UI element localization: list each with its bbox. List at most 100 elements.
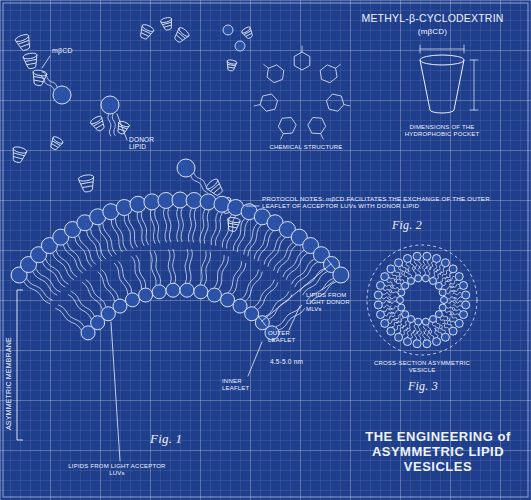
lipid-tail bbox=[432, 323, 437, 331]
lipid-tail bbox=[67, 243, 86, 271]
lipid-tail bbox=[185, 249, 188, 283]
lipid-tail bbox=[427, 261, 430, 270]
hydroxyl-bond bbox=[281, 134, 284, 139]
lipid-head bbox=[422, 275, 429, 282]
lipid-head bbox=[402, 311, 409, 318]
dimension-tick bbox=[258, 316, 266, 326]
lipid-tail bbox=[200, 251, 206, 284]
lipid-tail bbox=[434, 329, 438, 338]
lipid-tail bbox=[449, 314, 457, 319]
hydrophobic-pocket bbox=[420, 60, 464, 113]
lipid-tail bbox=[163, 209, 166, 243]
lipid-tail bbox=[402, 265, 407, 273]
dimension-line bbox=[474, 60, 475, 110]
lipid-tail bbox=[154, 251, 160, 284]
lipid-head bbox=[422, 318, 429, 325]
lipid-head bbox=[435, 311, 442, 318]
lipid-tail bbox=[42, 262, 65, 287]
lipid-head bbox=[395, 259, 403, 267]
lipid-tail bbox=[118, 261, 131, 292]
lipid-head bbox=[158, 192, 174, 208]
lipid-tail bbox=[303, 272, 328, 296]
part-label: DONOR LIPID bbox=[129, 136, 163, 151]
glucose-ring bbox=[267, 65, 284, 83]
lipid-tail bbox=[82, 282, 102, 309]
lipid-head bbox=[221, 293, 235, 307]
cone-outline bbox=[15, 33, 33, 52]
lipid-tail bbox=[453, 297, 462, 300]
lipid-tail bbox=[46, 259, 69, 284]
lipid-tail bbox=[137, 213, 144, 246]
lipid-head bbox=[435, 282, 442, 289]
dimension-tick bbox=[470, 60, 478, 61]
lipid-tail bbox=[36, 269, 61, 293]
lipid-head bbox=[460, 281, 468, 289]
callout-label: OUTER LEAFLET bbox=[268, 330, 308, 344]
sheet-frame bbox=[3, 3, 528, 497]
lipid-tail bbox=[447, 318, 455, 323]
cone-outline bbox=[78, 174, 96, 193]
callout-label: LIPIDS FROM LIGHT ACCEPTOR LUVs bbox=[62, 463, 172, 477]
lipid-head bbox=[113, 299, 127, 313]
lipid-head bbox=[235, 41, 245, 51]
lipid-head bbox=[415, 275, 422, 282]
lipid-tail bbox=[419, 260, 422, 269]
lipid-head bbox=[374, 291, 382, 299]
lipid-tail bbox=[63, 245, 82, 273]
lipid-head bbox=[387, 265, 395, 273]
leader-line bbox=[117, 114, 127, 140]
cyclodextrin-cone bbox=[160, 17, 174, 32]
cone-outline bbox=[160, 17, 174, 32]
lipid-tail bbox=[242, 270, 259, 299]
lipid-head bbox=[53, 86, 71, 104]
hydroxyl-bond bbox=[254, 105, 260, 106]
lipid-tail bbox=[68, 294, 91, 319]
lipid-head bbox=[430, 316, 437, 323]
lipid-tail bbox=[442, 270, 448, 276]
lipid-tail bbox=[214, 255, 224, 288]
lipid-tail bbox=[168, 208, 171, 242]
lipid-tail bbox=[415, 331, 418, 340]
lipid-head bbox=[449, 327, 457, 335]
lipid-tail bbox=[266, 291, 289, 316]
lipid-head bbox=[423, 252, 431, 260]
lipid-tail bbox=[385, 312, 394, 316]
lipid-head bbox=[125, 293, 139, 307]
hydroxyl-bond bbox=[264, 64, 269, 68]
lipid-tail bbox=[177, 208, 179, 242]
lipid-tail bbox=[403, 327, 408, 335]
lipid-tail bbox=[442, 324, 448, 330]
lipid-tail bbox=[237, 220, 248, 252]
glucose-ring bbox=[308, 118, 326, 134]
lipid-head bbox=[194, 285, 208, 299]
figure-number: Fig. 2 bbox=[392, 219, 442, 233]
lipid-tail bbox=[422, 260, 425, 269]
cone-outline bbox=[172, 26, 190, 45]
cyclodextrin-cone bbox=[10, 146, 27, 164]
dimension-tick bbox=[327, 259, 335, 269]
lipid-tail bbox=[446, 320, 452, 326]
lipid-tail bbox=[440, 276, 447, 282]
lipid-tail bbox=[436, 265, 441, 273]
lipid-tail bbox=[390, 310, 399, 314]
lipid-tail bbox=[440, 318, 447, 324]
lipid-tail bbox=[295, 262, 318, 287]
lipid-tail bbox=[449, 280, 457, 285]
lipid-head bbox=[376, 281, 384, 289]
lipid-tail bbox=[232, 263, 246, 294]
callout-label: LIPIDS FROM LIGHT DONOR MLVs bbox=[306, 292, 366, 313]
figure-caption: CHEMICAL STRUCTURE bbox=[256, 144, 356, 151]
lipid-tail bbox=[399, 325, 404, 333]
lipid-head bbox=[172, 192, 188, 208]
lipid-tail bbox=[394, 279, 401, 285]
lipid-tail bbox=[411, 330, 415, 339]
lipid-head bbox=[144, 194, 160, 210]
lipid-tail bbox=[189, 249, 192, 283]
lipid-tail bbox=[452, 288, 461, 292]
lipid-tail bbox=[274, 243, 293, 271]
lipid-head bbox=[177, 159, 195, 177]
abbreviation: (mβCD) bbox=[345, 27, 520, 36]
figure-number: Fig. 1 bbox=[150, 432, 200, 447]
cyclodextrin-cone bbox=[226, 59, 237, 71]
